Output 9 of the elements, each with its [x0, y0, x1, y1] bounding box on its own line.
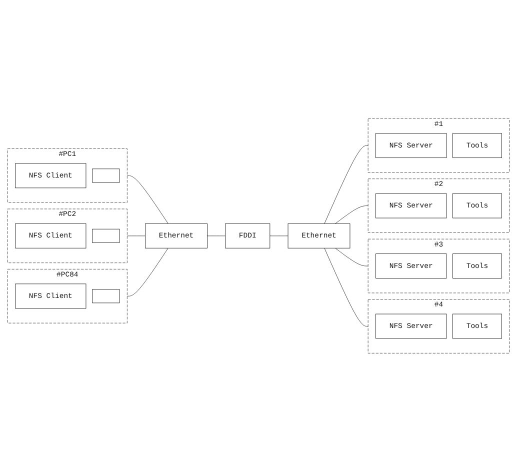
connector	[126, 176, 168, 224]
node-box	[92, 168, 120, 183]
connector	[324, 145, 368, 224]
node-box	[92, 289, 120, 304]
connector	[335, 248, 368, 266]
connector	[126, 248, 168, 296]
connector	[335, 206, 368, 224]
connector	[324, 248, 368, 327]
node-box	[92, 228, 120, 244]
